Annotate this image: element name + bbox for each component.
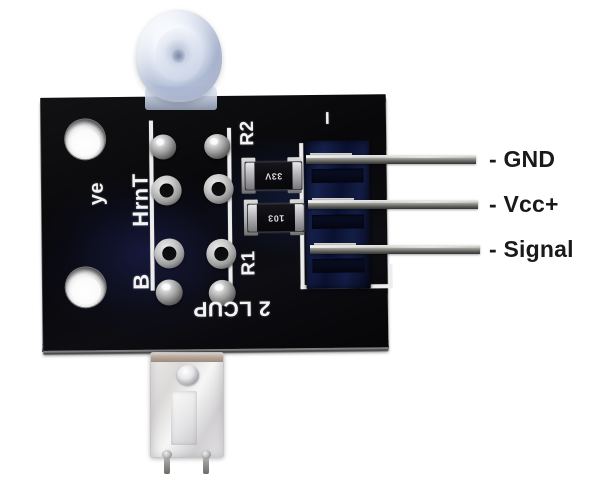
silkscreen-label-hrnt: HrnT [127,173,154,227]
silkscreen-header-tick: I [324,108,331,128]
led-top-dome [136,10,222,102]
pin-header-notch-1 [311,168,364,183]
resistor-r1-code: 103 [267,212,285,223]
ir-receiver-lead-2 [203,452,209,474]
through-hole-pad-2 [203,173,234,205]
ir-receiver-window [171,391,197,445]
pin-header-notch-2 [311,214,365,229]
ir-receiver-lead-1-tip [162,450,172,459]
silkscreen-ref-r1: R1 [238,250,260,276]
ir-receiver-lead-2-tip [201,450,211,459]
pin-header-notch-3 [312,258,365,273]
callout-label-gnd: - GND [489,146,556,172]
silkscreen-line-header-right [388,264,393,289]
pin-signal[interactable] [310,245,480,254]
ir-receiver-body [150,352,224,458]
silkscreen-ref-r2: R2 [236,120,259,146]
silkscreen-label-bottom: 2 LCUP [192,296,271,321]
resistor-r1: 103 [246,203,306,233]
callout-label-signal: - Signal [489,236,574,262]
solder-joint-ir-lead-1 [155,279,183,306]
pin-vcc[interactable] [308,200,478,209]
ir-receiver-top-strip [151,353,223,362]
resistor-r2: 33V [244,161,303,191]
through-hole-pad-3 [154,238,185,269]
pcb-board: I ye HrnT B 2 LCUP R2 R1 33V [40,94,393,351]
solder-joint-led-anode [150,134,177,160]
resistor-r2-code: 33V [264,170,283,181]
silkscreen-label-b: B [128,273,154,290]
callout-label-vcc: - Vcc+ [489,191,559,217]
led-die-dot [172,48,185,64]
solder-joint-led-cathode [204,133,231,160]
through-hole-pad-4 [206,238,237,270]
mounting-hole-bottom-left [65,267,106,308]
pin-gnd[interactable] [306,155,476,164]
through-hole-pad-1 [151,175,182,206]
mounting-hole-top-left [64,119,106,160]
ir-receiver-lead-1 [164,452,170,474]
silkscreen-label-ye: ye [85,181,108,206]
ir-receiver-lens [177,365,199,385]
